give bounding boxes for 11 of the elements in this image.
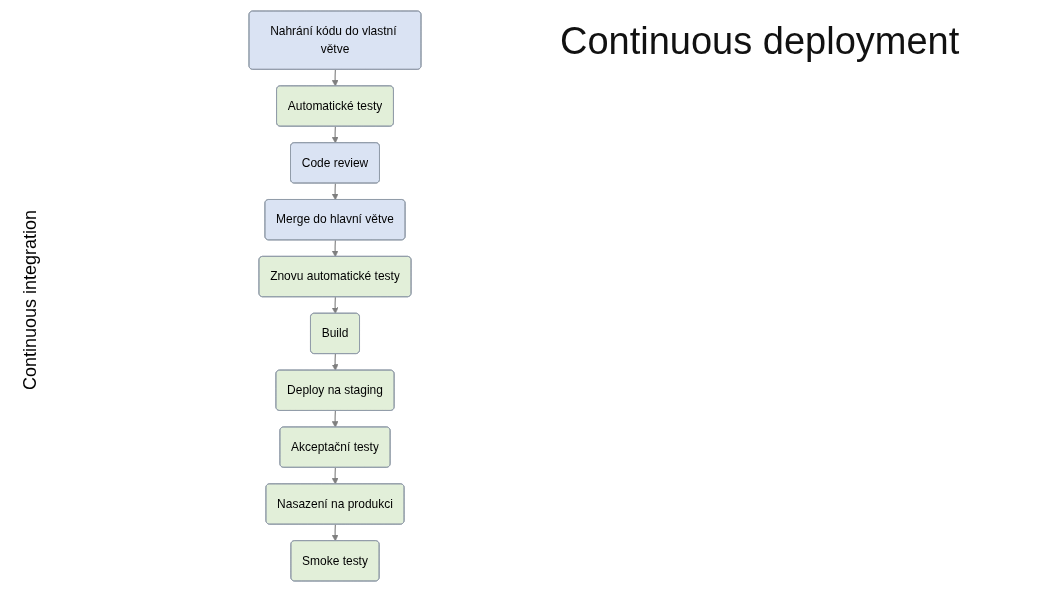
arrow bbox=[331, 467, 339, 485]
arrow bbox=[331, 239, 339, 258]
arrow bbox=[331, 126, 339, 144]
arrow bbox=[331, 353, 339, 371]
side-label: Continuous integration bbox=[20, 209, 41, 390]
arrow bbox=[331, 296, 339, 314]
arrow bbox=[331, 524, 339, 542]
diagram-title: Continuous deployment bbox=[560, 20, 960, 63]
arrow bbox=[331, 182, 339, 201]
arrow bbox=[331, 69, 339, 87]
arrow bbox=[331, 410, 339, 428]
